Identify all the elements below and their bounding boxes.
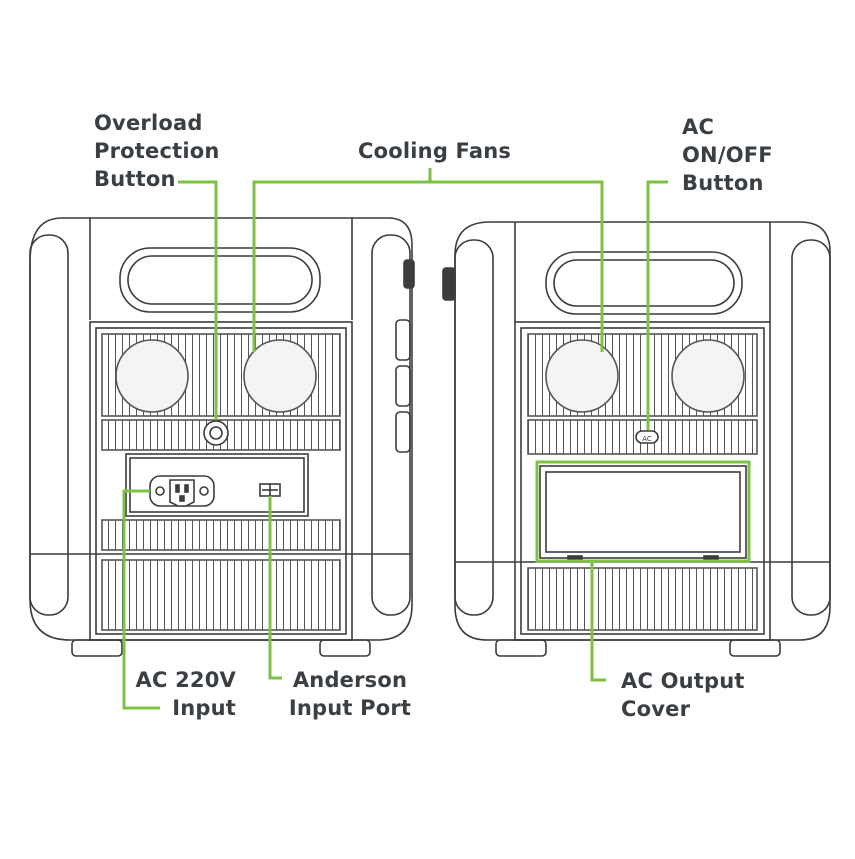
left-fan-1 [115, 339, 189, 413]
label-anderson-input-port: Anderson Input Port [284, 666, 416, 722]
label-overload-line-1: Overload [94, 111, 203, 135]
left-side-rail [29, 234, 69, 616]
label-ac-cover-line-1: AC Output [621, 669, 745, 693]
right-foot-2 [729, 639, 781, 657]
right-rear-panel [514, 321, 771, 641]
leader-cooling-left [252, 180, 604, 352]
ac-button-text: AC [642, 435, 652, 443]
leader-ac-cover [590, 561, 606, 682]
left-foot-2 [319, 639, 371, 657]
label-ac-onoff-line-3: Button [682, 171, 764, 195]
ac-220v-inlet [149, 475, 215, 507]
right-fan-2 [671, 339, 745, 413]
ac-output-cover [539, 465, 747, 559]
leader-lines [122, 168, 751, 710]
ac-onoff-button [635, 430, 659, 444]
left-fan-2 [243, 339, 317, 413]
label-overload-line-3: Button [94, 167, 176, 191]
right-foot-1 [495, 639, 547, 657]
overload-protection-button [203, 420, 229, 446]
ac-cover-highlight [535, 460, 751, 563]
leader-anderson [268, 496, 282, 680]
label-ac-output-cover: AC Output Cover [621, 667, 745, 723]
left-unit-body [29, 217, 413, 641]
label-ac-input-line-1: AC 220V [135, 668, 236, 692]
left-foot-1 [71, 639, 123, 657]
label-overload-protection: Overload Protection Button [94, 109, 220, 193]
label-ac-onoff-line-1: AC [682, 115, 715, 139]
label-ac-cover-line-2: Cover [621, 697, 691, 721]
right-unit [442, 221, 831, 657]
label-ac-onoff-line-2: ON/OFF [682, 143, 773, 167]
leader-ac-onoff [646, 180, 668, 430]
label-cooling-fans: Cooling Fans [358, 139, 512, 163]
anderson-port [259, 483, 281, 497]
right-fan-1 [545, 339, 619, 413]
label-anderson-line-2: Input Port [288, 696, 412, 720]
label-ac-input-line-2: Input [172, 696, 236, 720]
right-unit-body [454, 221, 831, 641]
leader-overload [178, 180, 218, 420]
right-side-rail [371, 234, 411, 616]
label-ac-220v-input: AC 220V Input [130, 666, 236, 722]
label-overload-line-2: Protection [94, 139, 220, 163]
right-handle [545, 251, 743, 315]
label-anderson-line-1: Anderson [292, 668, 408, 692]
label-ac-onoff: AC ON/OFF Button [682, 113, 773, 197]
left-rear-panel [89, 321, 353, 641]
left-handle [119, 247, 321, 313]
left-unit [29, 217, 415, 657]
leader-ac-input [122, 489, 160, 710]
